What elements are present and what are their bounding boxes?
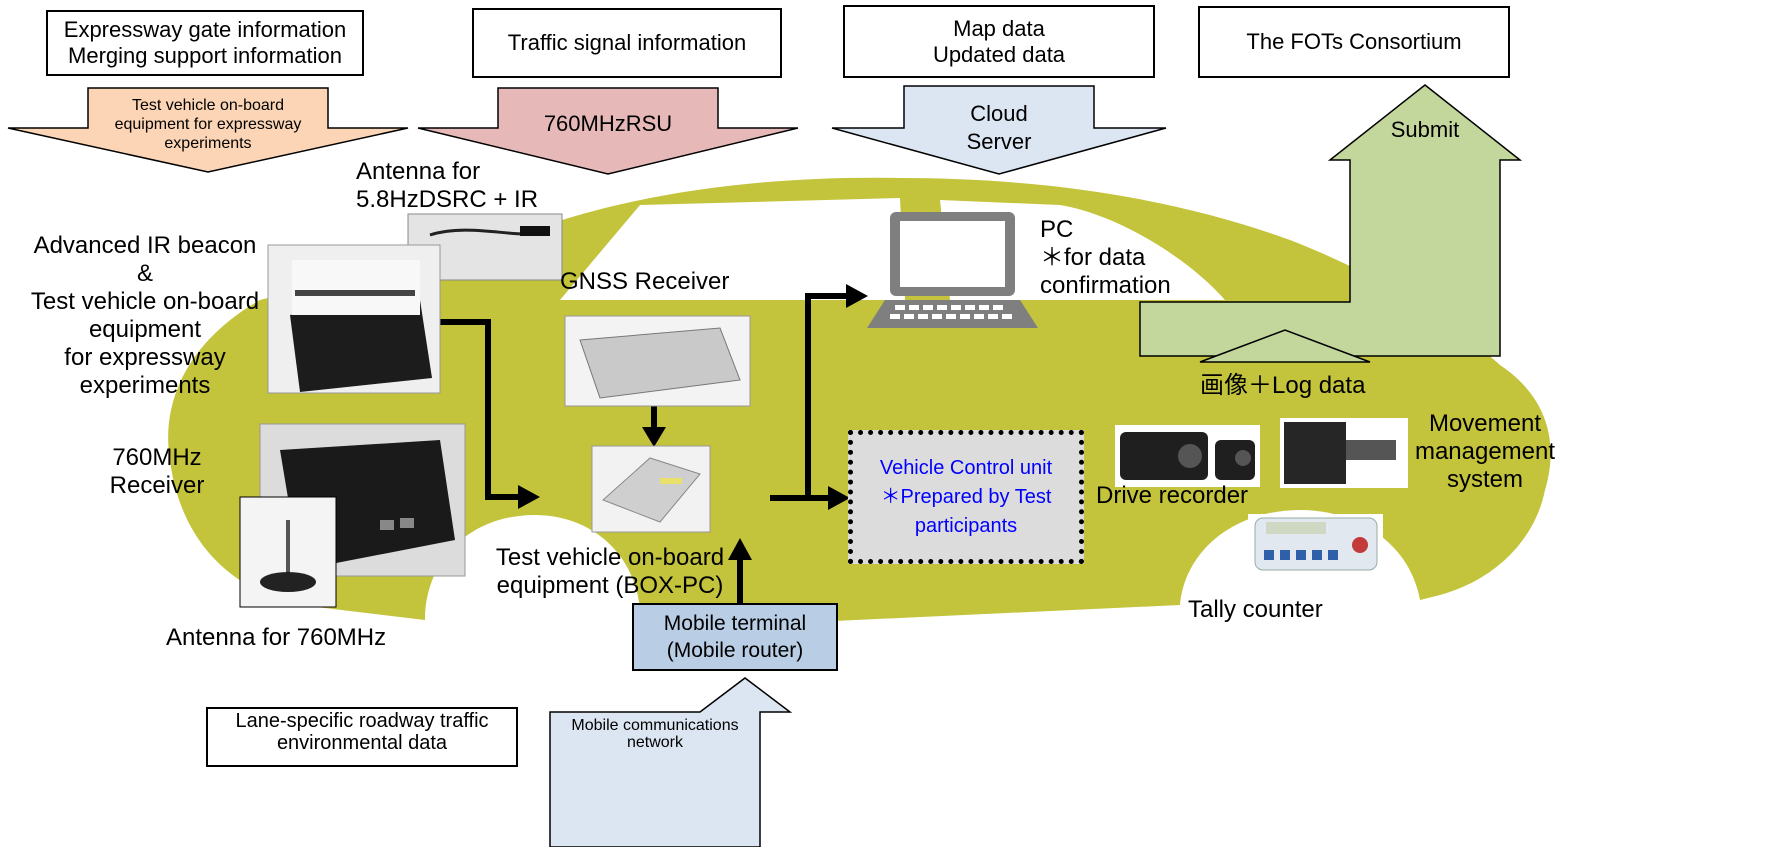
laptop-icon	[867, 212, 1038, 328]
lane-specific-box: Lane-specific roadway traffic environmen…	[206, 707, 518, 767]
photo-advanced-ir-beacon	[267, 244, 441, 394]
photo-movement-management	[1280, 418, 1408, 488]
arrow-submit	[1139, 84, 1523, 357]
arrow-test-vehicle-expressway	[7, 87, 409, 173]
mobile-network-label: Mobile communications network	[571, 717, 739, 751]
rsu-label: 760MHzRSU	[543, 111, 673, 136]
car-window-rear	[560, 198, 905, 300]
cloud-server-label: Cloud Server	[966, 101, 1032, 154]
arrow-cloud-server	[831, 85, 1167, 175]
expressway-info-box: Expressway gate information Merging supp…	[46, 10, 364, 76]
box-pc-label: Test vehicle on-board equipment (BOX-PC)	[495, 544, 725, 599]
antenna-dsrc-label: Antenna for 5.8HzDSRC + IR	[356, 158, 539, 213]
fots-consortium-box: The FOTs Consortium	[1198, 6, 1510, 78]
antenna-760mhz-label: Antenna for 760MHz	[166, 624, 387, 651]
arrow-mobile-network	[549, 677, 793, 847]
test-vehicle-expressway-label: Test vehicle on-board equipment for expr…	[114, 96, 302, 152]
gnss-receiver-label: GNSS Receiver	[560, 268, 730, 295]
map-data-box: Map data Updated data	[843, 5, 1155, 78]
advanced-ir-label: Advanced IR beacon & Test vehicle on-boa…	[30, 232, 260, 399]
photo-antenna-760mhz	[239, 496, 337, 608]
submit-label: Submit	[1390, 117, 1460, 142]
photo-box-pc	[591, 445, 711, 533]
movement-management-label: Movement management system	[1414, 410, 1556, 493]
photo-tally-counter	[1248, 514, 1383, 576]
car-wheel-rear	[440, 530, 630, 720]
traffic-signal-box: Traffic signal information	[472, 8, 782, 78]
drive-recorder-label: Drive recorder	[1096, 482, 1249, 509]
tally-counter-label: Tally counter	[1188, 596, 1323, 623]
vehicle-control-unit-box: Vehicle Control unit ＊Prepared by Test p…	[848, 430, 1084, 564]
photo-gnss-receiver	[564, 315, 751, 407]
photo-drive-recorder	[1115, 425, 1260, 487]
760mhz-receiver-label: 760MHz Receiver	[109, 444, 205, 499]
mobile-terminal-box: Mobile terminal (Mobile router)	[632, 603, 838, 671]
image-log-label: 画像＋Log data	[1200, 372, 1366, 399]
arrow-760mhz-rsu	[417, 87, 799, 175]
connector-lines	[440, 293, 850, 610]
triangle-image-log	[1199, 329, 1371, 363]
arrowheads	[518, 284, 868, 560]
pc-label: PC ＊for data confirmation	[1040, 216, 1171, 299]
